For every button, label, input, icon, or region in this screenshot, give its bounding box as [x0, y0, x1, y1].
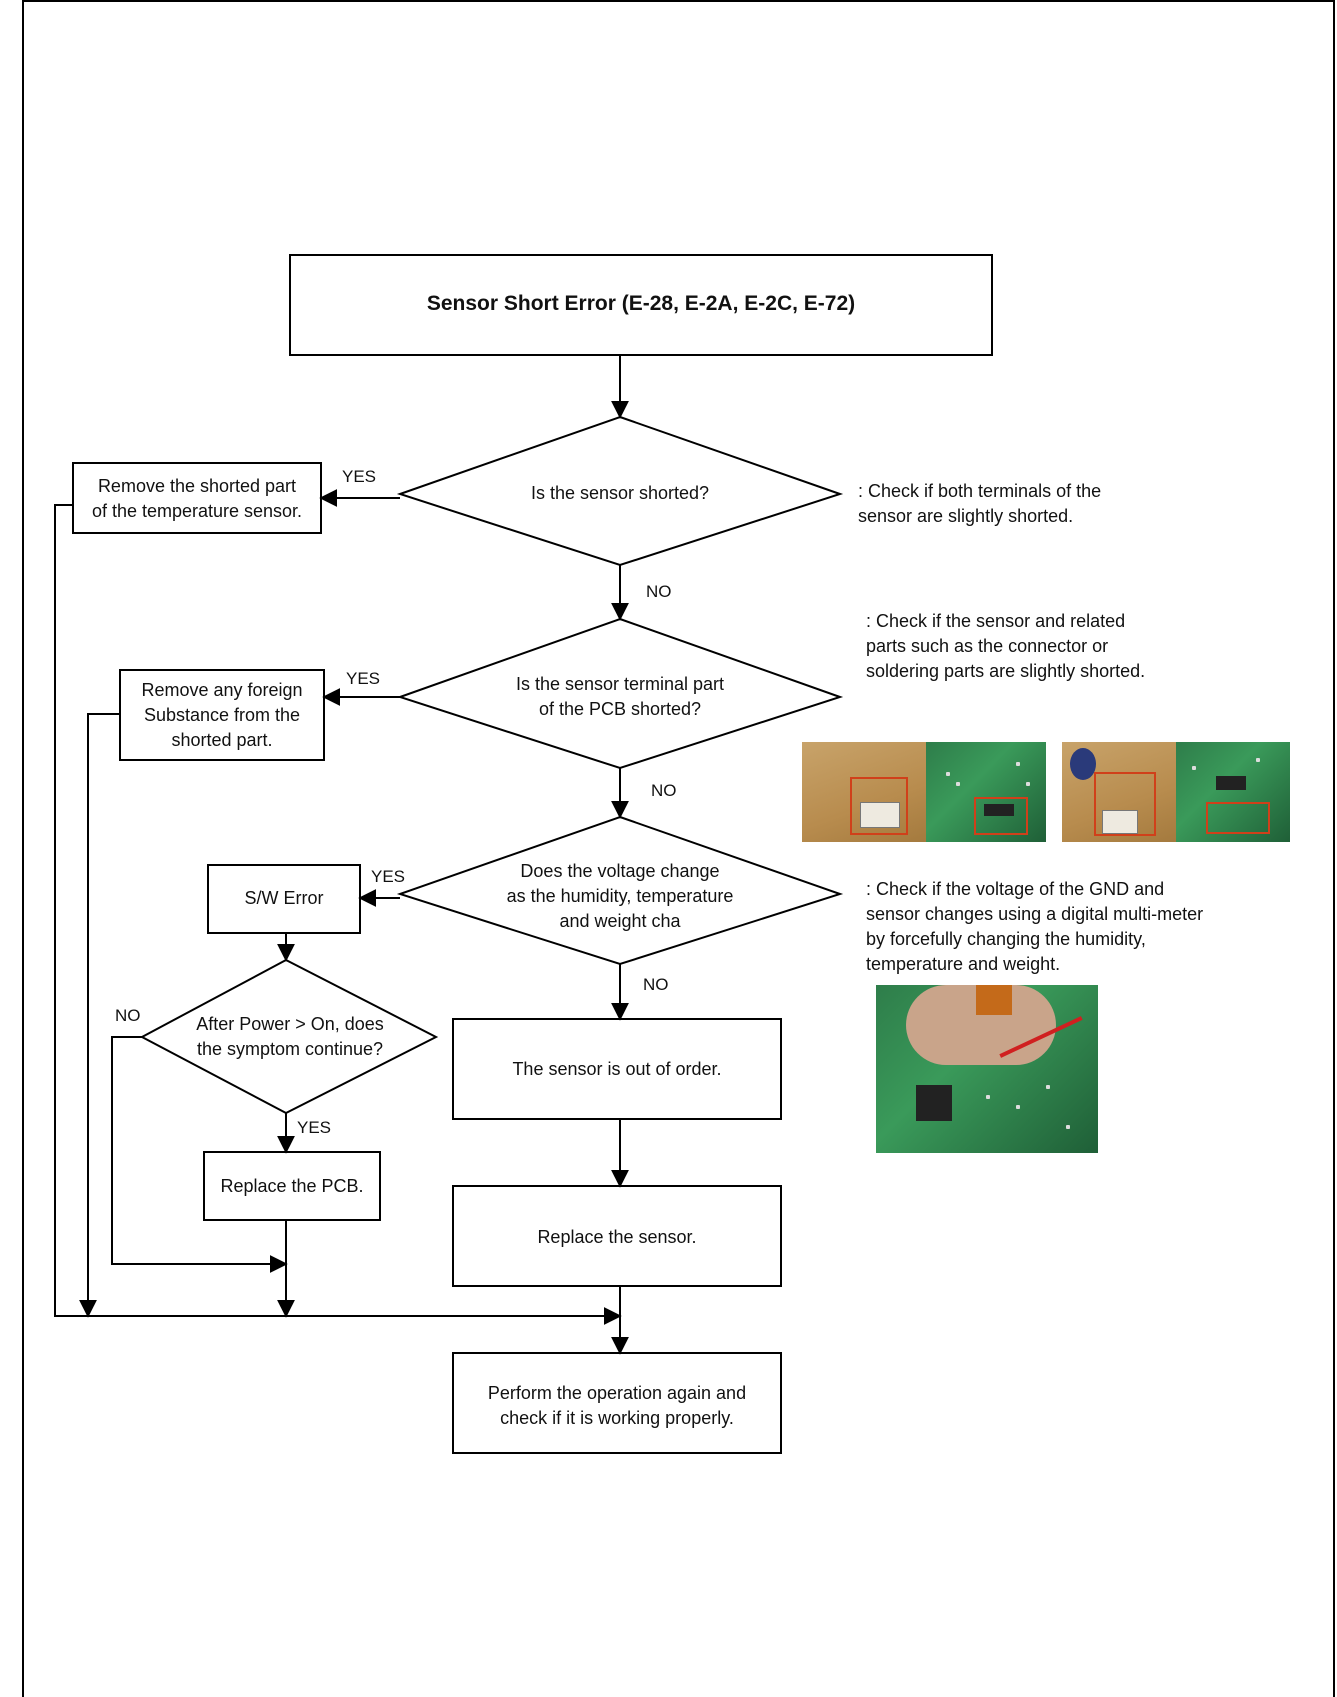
- perform-again-text: Perform the operation again and check if…: [487, 1383, 747, 1428]
- pcb-photo-1a: [802, 742, 926, 842]
- pcb-photo-1b: [926, 742, 1046, 842]
- yes-label-1: YES: [342, 467, 377, 486]
- remove-foreign-text: Remove any foreign Substance from the sh…: [141, 680, 303, 750]
- page-title: Sensor Short Error (E-28, E-2A, E-2C, E-…: [426, 292, 856, 315]
- replace-sensor-text: Replace the sensor.: [537, 1227, 697, 1247]
- yes-label-3: YES: [371, 867, 406, 886]
- pcb-photo-2b: [1176, 742, 1290, 842]
- decision-3-text: Does the voltage change as the humidity,…: [506, 861, 734, 931]
- decision-2-text: Is the sensor terminal part of the PCB s…: [515, 674, 725, 719]
- no-label-3: NO: [643, 975, 669, 994]
- no-label-1: NO: [646, 582, 672, 601]
- no-label-2: NO: [651, 781, 677, 800]
- note-3: : Check if the voltage of the GND and se…: [866, 879, 1204, 974]
- note-1: : Check if both terminals of the sensor …: [858, 481, 1102, 526]
- title-box: [289, 254, 993, 356]
- remove-short-text: Remove the shorted part of the temperatu…: [91, 476, 303, 521]
- multimeter-photo: [876, 985, 1098, 1153]
- sensor-out-text: The sensor is out of order.: [512, 1059, 722, 1079]
- decision-4-text: After Power > On, does the symptom conti…: [196, 1014, 384, 1059]
- note-2: : Check if the sensor and related parts …: [866, 611, 1146, 681]
- yes-label-4: YES: [297, 1118, 332, 1137]
- sw-error-text: S/W Error: [244, 888, 324, 908]
- no-label-4: NO: [115, 1006, 141, 1025]
- yes-label-2: YES: [346, 669, 381, 688]
- decision-1-text: Is the sensor shorted?: [530, 483, 710, 503]
- page-frame: [22, 0, 1335, 1697]
- replace-pcb-text: Replace the PCB.: [220, 1176, 364, 1196]
- pcb-photo-2a: [1062, 742, 1176, 842]
